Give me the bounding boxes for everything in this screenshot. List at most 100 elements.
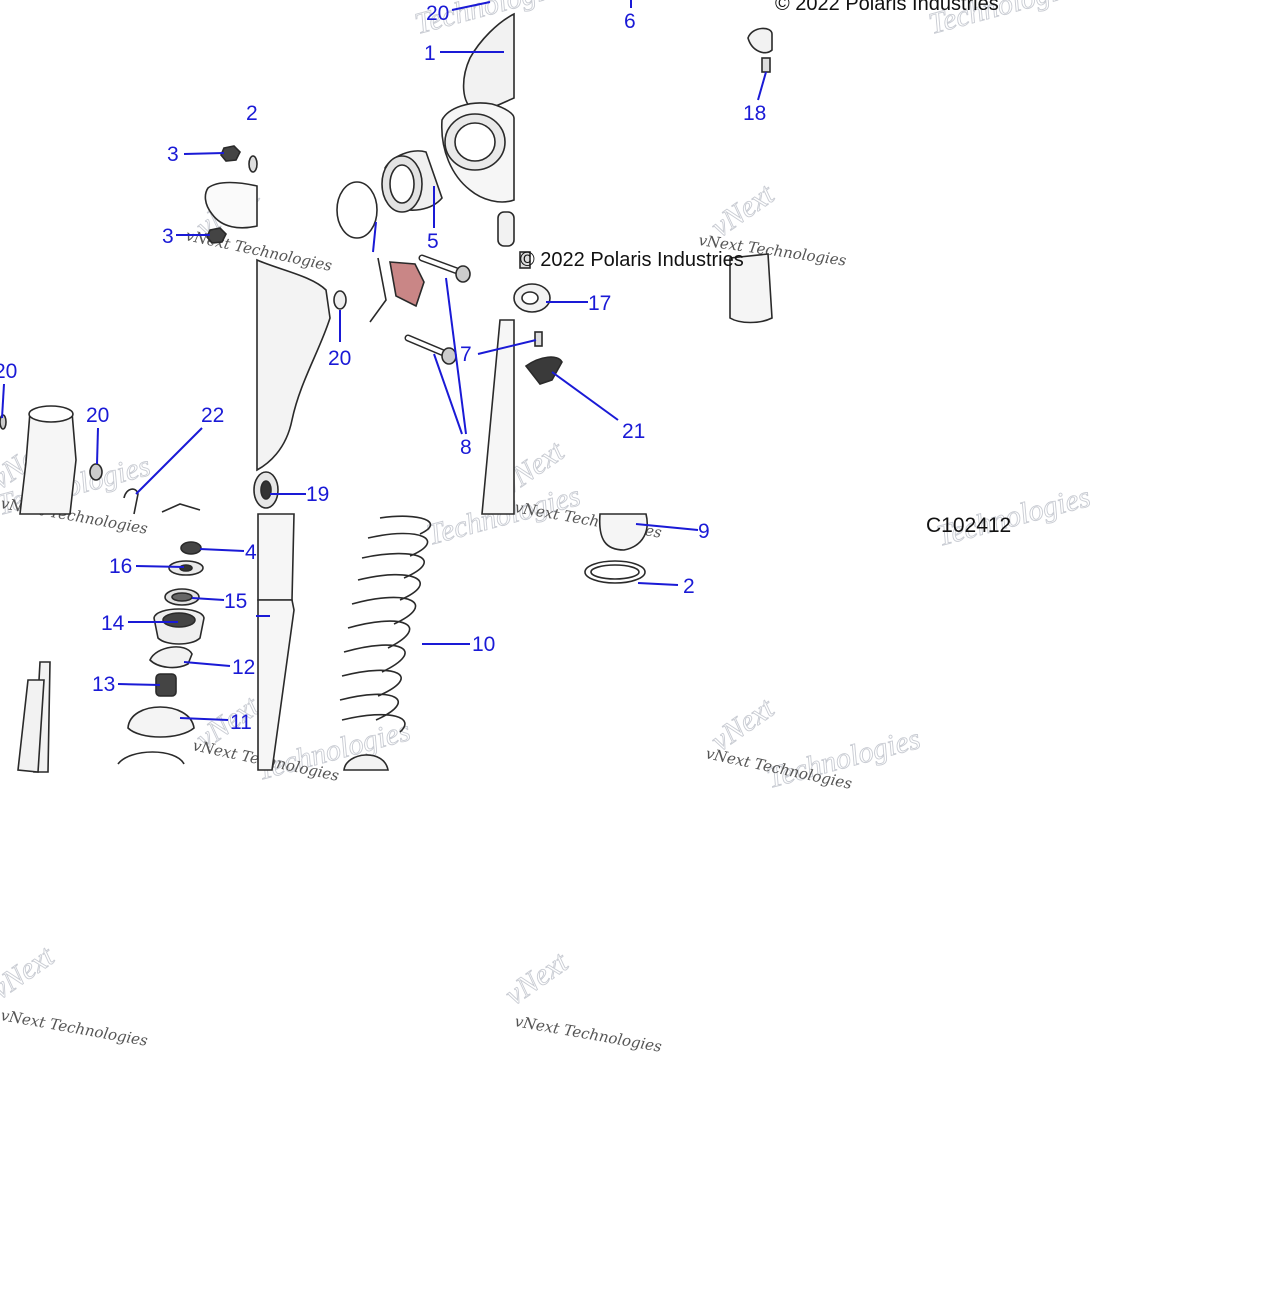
callout-20: 20 [86, 404, 109, 427]
leader-line [445, 277, 467, 435]
nut-part [180, 541, 202, 555]
watermark-text: vNext [0, 939, 61, 1006]
leader-line [477, 339, 537, 355]
callout-2: 2 [683, 575, 695, 598]
screw-part [534, 331, 543, 347]
bolt-part [418, 254, 471, 283]
callout-16: 16 [109, 555, 132, 578]
cup-part [747, 27, 773, 54]
callout-20: 20 [0, 360, 17, 383]
callout-3: 3 [167, 143, 179, 166]
callout-4: 4 [245, 541, 257, 564]
screw-part [519, 251, 531, 269]
washer-part [248, 155, 258, 173]
callout-1: 1 [424, 42, 436, 65]
stack-parts [117, 541, 205, 765]
callout-20: 20 [426, 2, 449, 25]
leader-line [757, 71, 767, 101]
callout-5: 5 [427, 230, 439, 253]
spring-seat-part [117, 751, 185, 765]
callout-15: 15 [224, 590, 247, 613]
knuckle-part [441, 12, 515, 203]
copyright-text: © 2022 Polaris Industries [520, 249, 744, 271]
strut-top-casting-part [28, 405, 74, 423]
screw-part [761, 57, 771, 73]
leader-line [179, 717, 229, 721]
callout-19: 19 [306, 483, 329, 506]
bearing-part [381, 150, 443, 213]
callout-10: 10 [472, 633, 495, 656]
diagram-code: C102412 [926, 514, 1011, 537]
nut-part [220, 145, 241, 162]
strut-top-casting-part [19, 406, 77, 515]
o-ring-part [584, 560, 646, 584]
bump-cap-part [343, 754, 389, 771]
callout-6: 6 [624, 10, 636, 33]
coil-spring-part [339, 515, 432, 733]
leader-line [372, 221, 377, 253]
callout-22: 22 [201, 404, 224, 427]
callout-12: 12 [232, 656, 255, 679]
bracket-part [204, 181, 258, 229]
leader-line [135, 565, 185, 568]
shock-shaft-part [481, 319, 515, 515]
watermark-text: vNext Technologies [513, 1012, 663, 1056]
copyright-text: © 2022 Polaris Industries [775, 0, 999, 15]
leader-line [199, 548, 245, 552]
dome-part [127, 706, 195, 738]
washer-part [171, 592, 193, 602]
callout-8: 8 [460, 436, 472, 459]
callout-18: 18 [743, 102, 766, 125]
leader-line [135, 427, 203, 495]
callout-20: 20 [328, 347, 351, 370]
callout-17: 17 [588, 292, 611, 315]
shock-rod-part [17, 679, 45, 773]
o-ring-part [590, 564, 640, 580]
leader-line [96, 427, 99, 465]
callouts: 20 6 1 18 2 3 3 5 17 7 20 21 8 20 20 22 … [0, 2, 766, 734]
bracket-edge-part [161, 503, 201, 513]
shock-body-part [257, 513, 295, 601]
pink-bracket-arm-part [369, 257, 387, 323]
watermark-text: vNext Technologies [0, 1006, 149, 1050]
watermark-text: vNext [499, 945, 574, 1012]
leader-line [635, 523, 699, 531]
pink-bracket-part [389, 261, 425, 308]
callout-13: 13 [92, 673, 115, 696]
callout-14: 14 [101, 612, 125, 635]
parts [0, 12, 773, 773]
cone-washer-part [149, 646, 193, 669]
callout-11: 11 [230, 711, 252, 734]
callout-9: 9 [698, 520, 710, 543]
leader-lines [1, 0, 767, 721]
bushing-part [497, 211, 515, 247]
boot-part [729, 253, 773, 324]
bracket-tab-part [123, 488, 139, 515]
leader-line [551, 371, 619, 421]
strut-casting-part [256, 258, 331, 472]
boot-part [598, 513, 648, 551]
leader-line [1, 383, 5, 419]
leader-line [637, 582, 679, 586]
bolt-part [404, 334, 457, 365]
cup-part [521, 291, 539, 305]
bushing-part [260, 480, 272, 500]
washer-part [179, 564, 193, 572]
snap-ring-part [336, 181, 378, 239]
callout-3: 3 [162, 225, 174, 248]
shock-body-part [257, 599, 295, 771]
leader-line [183, 152, 225, 155]
leader-line [433, 353, 463, 435]
leader-line [117, 683, 161, 686]
washer-part [89, 463, 103, 481]
leader-line [183, 661, 231, 667]
washer-part [333, 290, 347, 310]
callout-7: 7 [460, 343, 472, 366]
leader-line [451, 1, 491, 11]
callout-21: 21 [622, 420, 645, 443]
bump-stop-part [524, 356, 563, 385]
nut-part [206, 227, 227, 244]
callout-2: 2 [246, 102, 258, 125]
